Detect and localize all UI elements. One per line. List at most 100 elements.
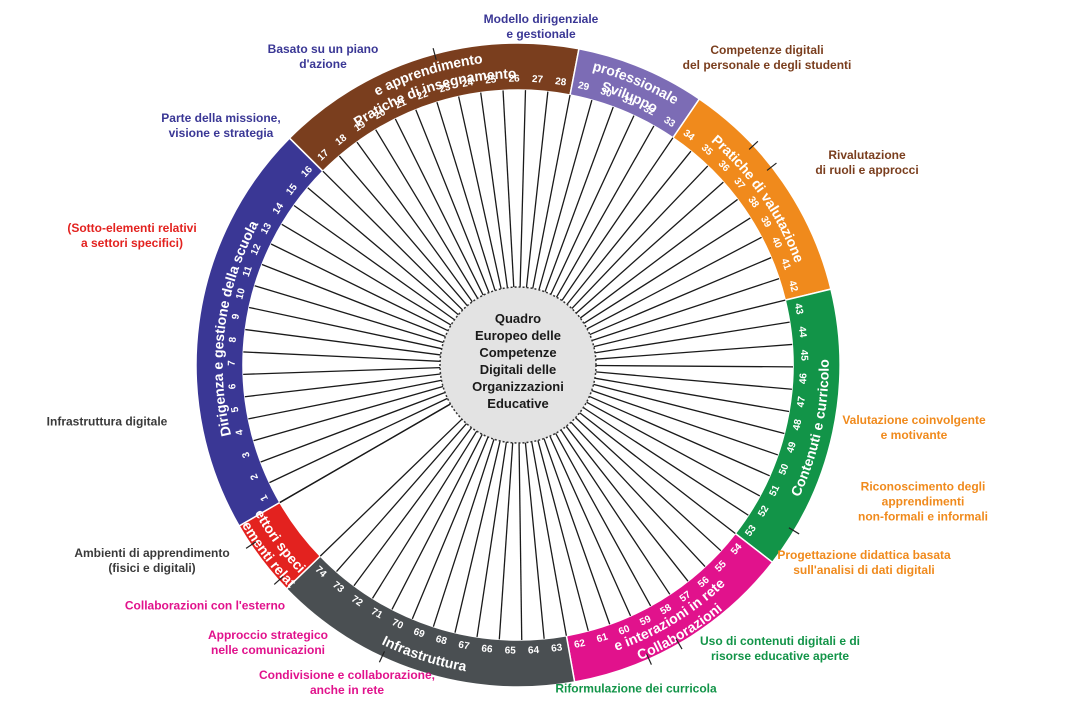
element-number: 43 bbox=[792, 302, 805, 315]
spoke bbox=[375, 129, 479, 299]
element-label-3: Parte della missione, visione e strategi… bbox=[161, 111, 281, 140]
spoke bbox=[322, 170, 464, 311]
element-number: 32 bbox=[642, 103, 657, 118]
element-label-7: Riconoscimento degli apprendimenti non-f… bbox=[857, 479, 988, 524]
spoke bbox=[543, 438, 611, 625]
element-label-9: Uso di contenuti digitali e di risorse e… bbox=[699, 634, 861, 663]
element-number: 58 bbox=[658, 602, 674, 617]
element-number: 31 bbox=[621, 94, 636, 109]
spoke bbox=[591, 389, 779, 456]
spoke bbox=[371, 430, 478, 599]
element-number: 67 bbox=[457, 640, 470, 653]
label-divider bbox=[645, 653, 652, 665]
spoke bbox=[593, 383, 785, 435]
spoke bbox=[411, 436, 489, 620]
spoke bbox=[261, 263, 446, 338]
element-number: 41 bbox=[778, 257, 792, 272]
element-number: 26 bbox=[508, 74, 520, 85]
element-label-15: Infrastruttura digitale bbox=[46, 414, 168, 429]
spoke bbox=[319, 418, 463, 557]
element-number: 3 bbox=[240, 450, 252, 459]
spoke bbox=[293, 204, 455, 321]
element-label-2: Basato su un piano d'azione bbox=[267, 42, 379, 71]
element-label-4: Competenze digitali del personale e degl… bbox=[682, 43, 852, 72]
spoke bbox=[353, 427, 472, 587]
spoke bbox=[254, 285, 444, 344]
element-number: 44 bbox=[796, 326, 808, 339]
spoke bbox=[550, 115, 635, 295]
spoke bbox=[248, 379, 442, 420]
element-label-13: Collaborazioni con l'esterno bbox=[124, 598, 286, 613]
spoke bbox=[531, 441, 568, 636]
spoke bbox=[525, 91, 549, 288]
spoke bbox=[537, 440, 589, 632]
element-number: 11 bbox=[241, 264, 255, 278]
element-number: 51 bbox=[768, 483, 783, 498]
spoke bbox=[532, 94, 571, 289]
spoke bbox=[269, 397, 448, 484]
element-number: 2 bbox=[249, 472, 261, 482]
element-number: 1 bbox=[258, 492, 271, 502]
spoke bbox=[555, 125, 655, 298]
label-divider bbox=[245, 541, 257, 549]
spoke bbox=[245, 328, 441, 356]
spoke bbox=[583, 217, 751, 324]
spoke bbox=[571, 165, 709, 309]
element-label-5: Rivalutazione di ruoli e approcci bbox=[815, 148, 919, 177]
spoke bbox=[480, 92, 509, 288]
element-label-12: Approccio strategico nelle comunicazioni bbox=[207, 628, 329, 657]
spoke bbox=[502, 90, 515, 288]
spoke bbox=[579, 412, 736, 535]
element-number: 40 bbox=[769, 235, 784, 250]
element-number: 48 bbox=[791, 418, 804, 432]
spoke bbox=[457, 96, 502, 289]
element-number: 29 bbox=[577, 80, 591, 93]
spoke bbox=[579, 198, 738, 319]
element-number: 66 bbox=[481, 643, 494, 655]
element-number: 62 bbox=[573, 638, 587, 651]
spoke bbox=[415, 109, 490, 293]
element-number: 4 bbox=[234, 428, 246, 436]
spoke bbox=[589, 395, 770, 477]
element-number: 65 bbox=[505, 645, 517, 656]
element-number: 6 bbox=[227, 383, 238, 390]
spoke bbox=[570, 421, 706, 568]
spoke bbox=[394, 118, 484, 296]
element-number: 71 bbox=[369, 606, 384, 621]
spoke bbox=[582, 407, 749, 516]
label-divider bbox=[766, 162, 777, 171]
element-label-11: Condivisione e collaborazione, anche in … bbox=[258, 668, 436, 697]
element-label-14: Ambienti di apprendimento (fisici e digi… bbox=[74, 546, 230, 575]
area-segment-8 bbox=[238, 501, 322, 590]
spoke bbox=[593, 299, 786, 348]
element-label-16: (Sotto-elementi relativi a settori speci… bbox=[67, 221, 197, 250]
spoke bbox=[586, 401, 761, 497]
element-number: 21 bbox=[394, 97, 409, 112]
spoke bbox=[454, 440, 501, 633]
element-label-6: Valutazione coinvolgente e motivante bbox=[842, 413, 986, 442]
element-label-10: Riformulazione dei curricola bbox=[555, 681, 717, 696]
spoke bbox=[436, 102, 496, 291]
element-number: 10 bbox=[234, 287, 248, 301]
element-number: 22 bbox=[416, 88, 431, 102]
element-number: 64 bbox=[528, 645, 540, 657]
spoke bbox=[248, 306, 442, 350]
spoke bbox=[586, 236, 762, 330]
spoke bbox=[253, 385, 444, 442]
spoke bbox=[595, 364, 793, 368]
spoke bbox=[544, 106, 614, 293]
spoke bbox=[243, 367, 441, 375]
element-number: 69 bbox=[412, 626, 427, 640]
element-number: 7 bbox=[227, 360, 238, 366]
spoke bbox=[338, 155, 468, 307]
element-number: 13 bbox=[259, 221, 274, 236]
element-number: 59 bbox=[638, 613, 653, 628]
element-number: 61 bbox=[595, 631, 609, 645]
spoke bbox=[575, 417, 722, 552]
spoke bbox=[518, 442, 523, 640]
spoke bbox=[432, 439, 495, 627]
spoke bbox=[524, 442, 545, 639]
element-number: 47 bbox=[796, 395, 808, 408]
spoke bbox=[243, 351, 441, 362]
